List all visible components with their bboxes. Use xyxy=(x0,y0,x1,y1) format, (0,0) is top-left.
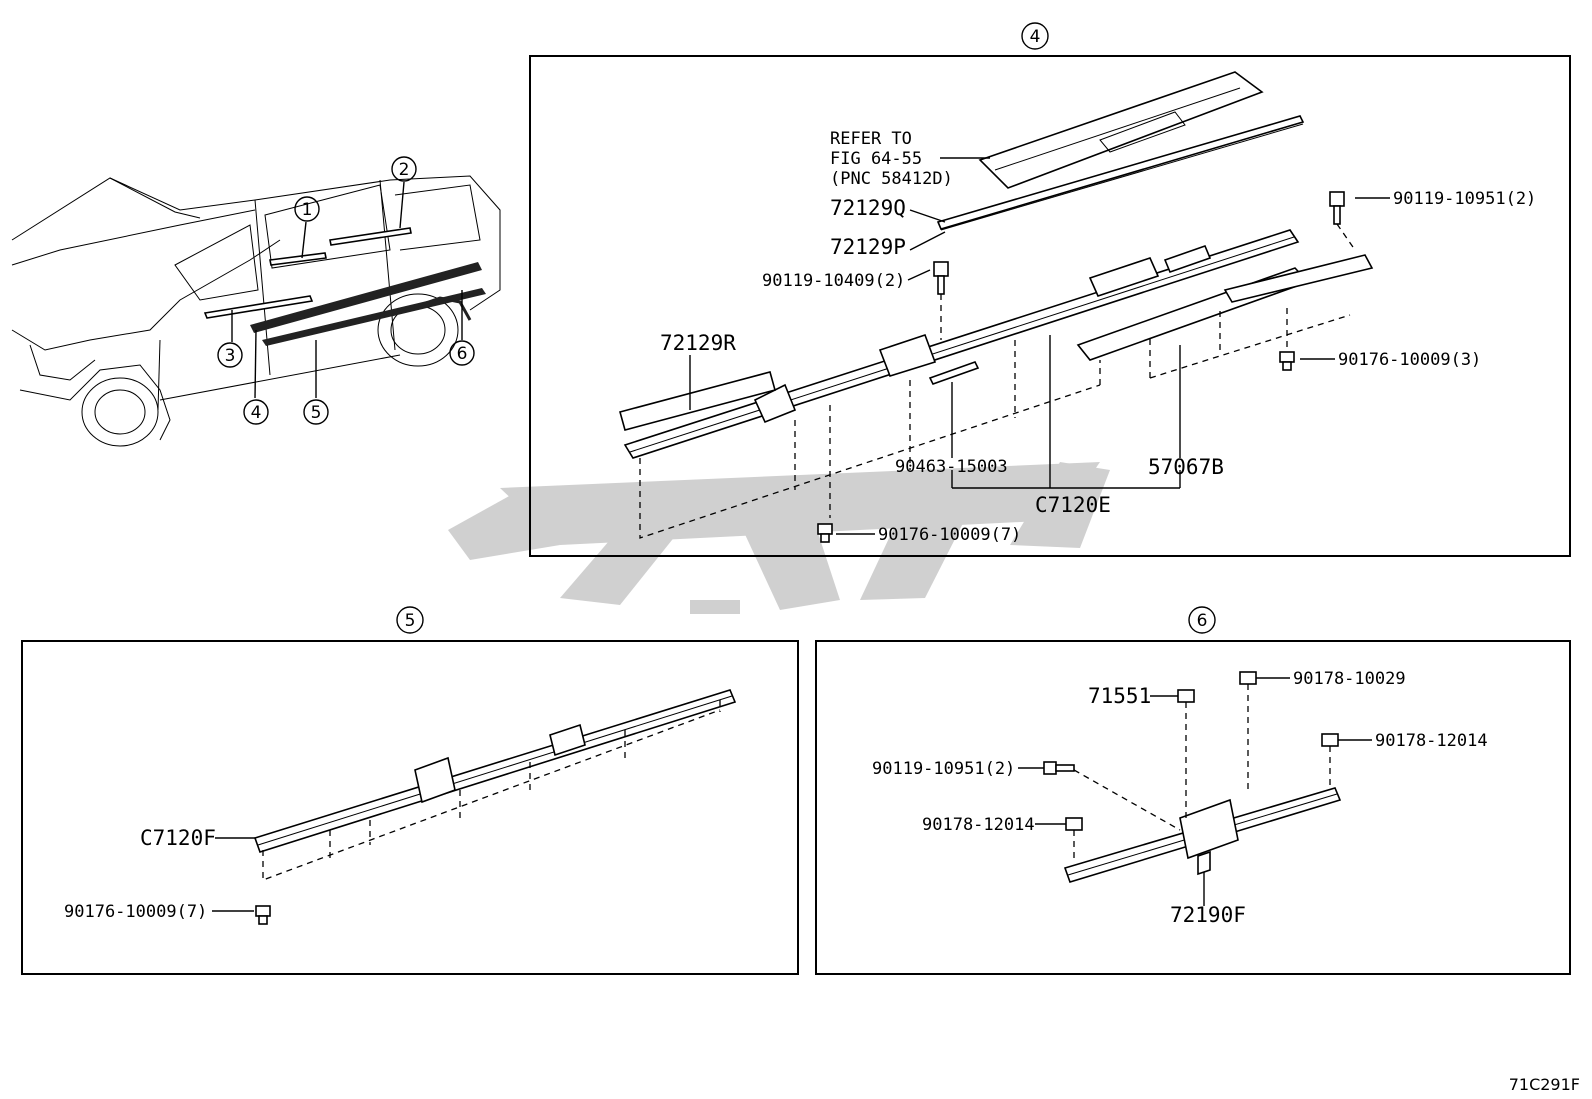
label-90178-10029: 90178-10029 xyxy=(1293,669,1406,689)
bolt-90119-10951 xyxy=(1329,191,1345,225)
panel-6: 6 71551 90178-10029 90178-12014 90119-10… xyxy=(815,606,1571,975)
clip-90176-10009-p5 xyxy=(255,905,271,925)
clip-90176-10009-bottom xyxy=(817,523,833,543)
svg-text:5: 5 xyxy=(311,403,322,423)
callout-1: 1 xyxy=(294,196,320,222)
plate-72129r xyxy=(619,371,776,431)
nut-71551 xyxy=(1177,689,1195,703)
label-90176-10009-3: 90176-10009(3) xyxy=(1338,350,1481,370)
svg-text:2: 2 xyxy=(399,160,410,180)
label-71551: 71551 xyxy=(1088,684,1151,708)
panel-4-number: 4 xyxy=(1021,22,1049,50)
callout-6: 6 xyxy=(449,340,475,366)
callout-2: 2 xyxy=(391,156,417,182)
label-72129r: 72129R xyxy=(660,331,736,355)
label-90463-15003: 90463-15003 xyxy=(895,457,1008,477)
panel-5: 5 C7120F 90176-10009(7) xyxy=(21,606,799,975)
molding-6 xyxy=(391,296,472,321)
svg-text:4: 4 xyxy=(1030,27,1041,47)
refer-line-2: FIG 64-55 xyxy=(830,149,922,169)
panel-4: 4 xyxy=(529,22,1571,557)
label-72129p: 72129P xyxy=(830,235,906,259)
overview-callouts: 1 2 3 4 5 6 xyxy=(217,156,475,425)
molding-4 xyxy=(250,262,482,333)
strip-72129q xyxy=(936,115,1305,230)
figure-code: 71C291F xyxy=(1509,1075,1580,1094)
label-57067b: 57067B xyxy=(1148,455,1224,479)
nut-90178-10029 xyxy=(1239,671,1257,685)
panel-4-frame xyxy=(529,55,1571,557)
vehicle-overview xyxy=(11,175,501,447)
bolt-90119-10951-p6 xyxy=(1043,761,1075,775)
panel-5-frame xyxy=(21,640,799,975)
svg-text:4: 4 xyxy=(251,403,262,423)
label-90176-10009-7: 90176-10009(7) xyxy=(878,525,1021,545)
refer-line-3: (PNC 58412D) xyxy=(830,169,953,189)
label-90119-10951-p6: 90119-10951(2) xyxy=(872,759,1015,779)
label-90119-10409: 90119-10409(2) xyxy=(762,271,905,291)
panel-6-frame xyxy=(815,640,1571,975)
svg-text:1: 1 xyxy=(302,200,313,220)
label-90119-10951: 90119-10951(2) xyxy=(1393,189,1536,209)
label-72129q: 72129Q xyxy=(830,196,906,220)
callout-5: 5 xyxy=(303,399,329,425)
svg-text:6: 6 xyxy=(457,344,468,364)
panel-6-number: 6 xyxy=(1188,606,1216,634)
clip-90176-10009-right xyxy=(1279,351,1295,371)
label-90178-12014-b: 90178-12014 xyxy=(922,815,1035,835)
refer-line-1: REFER TO xyxy=(830,129,912,149)
callout-4: 4 xyxy=(243,399,269,425)
label-90176-10009-7-p5: 90176-10009(7) xyxy=(64,902,207,922)
label-c7120e: C7120E xyxy=(1035,493,1111,517)
svg-text:3: 3 xyxy=(225,346,236,366)
rail-c7120e xyxy=(623,229,1300,459)
callout-3: 3 xyxy=(217,342,243,368)
label-c7120f: C7120F xyxy=(140,826,216,850)
svg-text:5: 5 xyxy=(405,611,416,631)
label-72190f: 72190F xyxy=(1170,903,1246,927)
scuff-plate-upper xyxy=(978,71,1264,189)
svg-text:6: 6 xyxy=(1197,611,1208,631)
bolt-90119-10409 xyxy=(933,261,949,295)
label-90178-12014-a: 90178-12014 xyxy=(1375,731,1488,751)
panel-5-number: 5 xyxy=(396,606,424,634)
nut-90178-12014-a xyxy=(1321,733,1339,747)
clip-90463-15003 xyxy=(928,361,980,385)
nut-90178-12014-b xyxy=(1065,817,1083,831)
